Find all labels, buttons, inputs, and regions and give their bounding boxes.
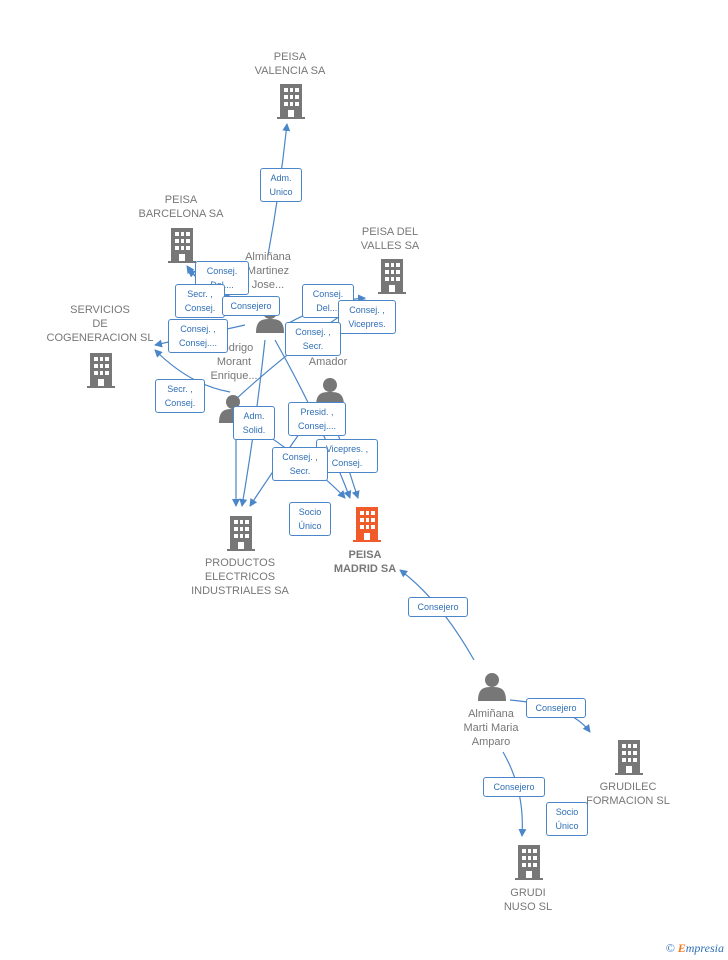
edge-rodrigo-servicios	[154, 349, 231, 393]
building-icon-servicios	[87, 353, 115, 388]
person-almi-jose[interactable]: Almiñana Martinez Jose...	[245, 251, 291, 291]
brand-name: mpresia	[685, 941, 724, 955]
building-icon-grudi-nuso	[515, 845, 543, 880]
relation-box[interactable]: Consej. , Secr.	[285, 322, 341, 356]
relation-box[interactable]: Adm. Unico	[260, 168, 302, 202]
relation-box[interactable]: Secr. , Consej.	[155, 379, 205, 413]
building-icon-peisa-valencia	[277, 84, 305, 119]
relation-box[interactable]: Consejero	[408, 597, 468, 617]
company-peisa-valencia[interactable]: PEISA VALENCIA SA	[254, 51, 326, 77]
building-icon-peisa-valles	[378, 259, 406, 294]
relation-box[interactable]: Socio Único	[546, 802, 588, 836]
building-icon-grudilec	[615, 740, 643, 775]
brand-footer[interactable]: © Empresia	[666, 941, 724, 956]
company-peisa-valles[interactable]: PEISA DEL VALLES SA	[360, 226, 420, 252]
relation-box[interactable]: Consejero	[526, 698, 586, 718]
company-grudilec[interactable]: GRUDILEC FORMACION SL	[586, 781, 670, 807]
company-peisa-madrid[interactable]: PEISA MADRID SA	[333, 549, 397, 575]
relation-box[interactable]: Consej. , Vicepres.	[338, 300, 396, 334]
relation-box[interactable]: Consej. , Consej....	[168, 319, 228, 353]
building-icon-peisa-madrid	[353, 507, 381, 542]
relation-box[interactable]: Adm. Solid.	[233, 406, 275, 440]
person-icon-almi-maria	[478, 673, 506, 701]
person-almi-maria[interactable]: Almiñana Marti Maria Amparo	[463, 708, 519, 748]
relation-box[interactable]: Consejero	[222, 296, 280, 316]
relation-box[interactable]: Socio Único	[289, 502, 331, 536]
relation-box[interactable]: Consej. , Secr.	[272, 447, 328, 481]
relation-box[interactable]: Presid. , Consej....	[288, 402, 346, 436]
building-icon-productos	[227, 516, 255, 551]
building-icon-peisa-barcelona	[168, 228, 196, 263]
brand-logo-e: E	[677, 941, 686, 955]
company-grudi-nuso[interactable]: GRUDI NUSO SL	[503, 887, 553, 913]
company-peisa-barcelona[interactable]: PEISA BARCELONA SA	[138, 194, 224, 220]
relation-box[interactable]: Consejero	[483, 777, 545, 797]
relation-box[interactable]: Secr. , Consej.	[175, 284, 225, 318]
company-servicios[interactable]: SERVICIOS DE COGENERACION SL	[46, 304, 154, 344]
company-productos[interactable]: PRODUCTOS ELECTRICOS INDUSTRIALES SA	[191, 557, 289, 597]
copyright-icon: ©	[665, 941, 675, 955]
